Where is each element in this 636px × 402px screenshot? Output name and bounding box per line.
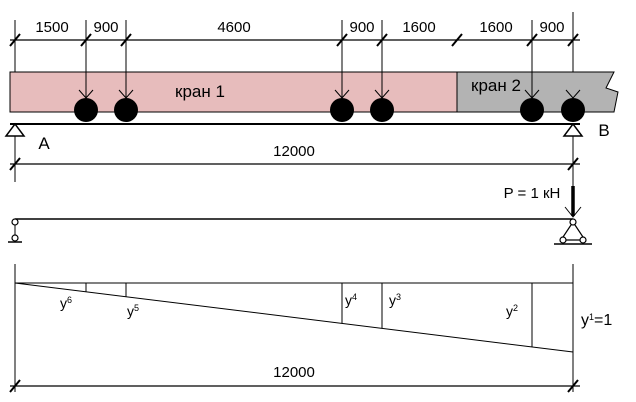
span-bottom-label: 12000 [273,364,315,381]
support-b-icon [562,122,584,137]
dim-1600-a: 1600 [402,19,435,36]
crane-2-wheel-2 [561,98,585,122]
scheme-support-left-icon [8,218,22,243]
ordinate-y2: y2 [506,303,518,319]
support-a-label: A [38,134,50,153]
ordinate-y1: y1=1 [581,312,612,329]
crane-2-wheel-1 [520,98,544,122]
crane-1-wheel-2 [114,98,138,122]
ordinate-y5: y5 [127,303,139,319]
scheme-support-right-icon [554,218,592,245]
dim-900-a: 900 [93,19,118,36]
unit-load-label: P = 1 кН [504,185,561,202]
dim-900-c: 900 [539,19,564,36]
dim-1500: 1500 [35,19,68,36]
crane-1-wheel-3 [330,98,354,122]
ordinate-y6: y6 [60,295,72,311]
span-dimension-bottom: 12000 [9,364,580,393]
ordinate-y4: y4 [345,292,357,308]
top-dimension-chain: 1500 900 4600 900 1600 1600 900 [9,12,580,72]
crane-1-wheel-1 [74,98,98,122]
support-a-icon [4,122,26,137]
dim-4600: 4600 [217,19,250,36]
static-scheme: P = 1 кН [8,185,592,245]
crane-1-wheel-4 [370,98,394,122]
support-b-label: B [598,121,609,140]
crane-2-label: кран 2 [471,76,521,95]
influence-line: y6 y5 y4 y3 y2 y1=1 [14,264,612,392]
dim-1600-b: 1600 [479,19,512,36]
span-dimension-top: 12000 [9,136,580,200]
dim-900-b: 900 [349,19,374,36]
ordinate-y3: y3 [389,292,401,308]
span-top-label: 12000 [273,143,315,160]
influence-slope [14,282,574,353]
crane-1-label: кран 1 [175,82,225,101]
